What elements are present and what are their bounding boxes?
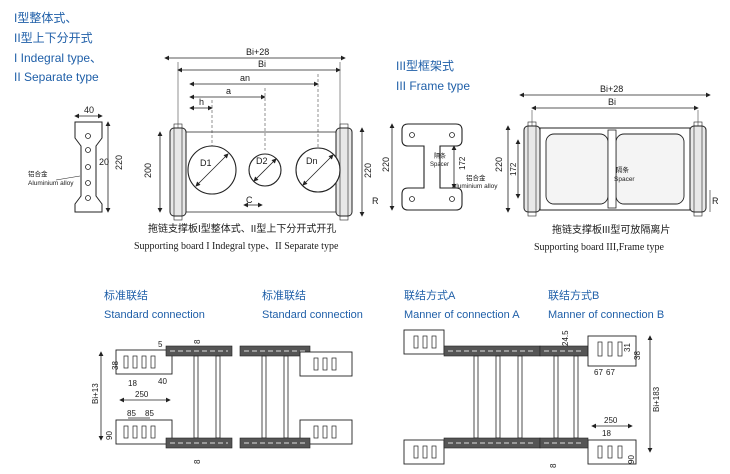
frame-profile-drawing: 220 172 隔条 Spacer 铝合金 Aluminium alloy [381, 123, 498, 211]
connection-a-drawing [403, 329, 541, 465]
dim-height-200: 200 [143, 163, 153, 178]
frame-profile-height: 220 [381, 157, 391, 172]
standard-connection-drawing-1: Bi+13 38 18 40 5 8 250 85 85 90 8 [91, 339, 233, 464]
dim-height-220: 220 [363, 163, 373, 178]
section-1-en: Standard connection [104, 309, 205, 321]
conn1-dim-40: 40 [158, 377, 167, 386]
conn1-dim-38: 38 [111, 361, 120, 370]
header-line-1: I型整体式、 [14, 10, 77, 25]
right-dim-bi-plus-28: Bi+28 [600, 84, 623, 94]
frame-material-cn: 铝合金 [466, 173, 486, 182]
frame-header-cn: III型框架式 [396, 59, 454, 73]
connb-dim-38: 38 [633, 351, 642, 360]
circle-dn-label: Dn [306, 156, 318, 166]
caption-en-type-1-2: Supporting board I Indegral type、II Sepa… [134, 241, 339, 252]
connb-dim-67a: 67 [594, 368, 603, 377]
material-en-label: Aluminium alloy [28, 180, 74, 187]
header-line-2: II型上下分开式 [14, 31, 93, 45]
aluminium-profile-drawing: 40 220 20 铝合金 Aluminium alloy [28, 105, 124, 213]
dim-bi-plus-28: Bi+28 [246, 47, 269, 57]
section-4-cn: 联结方式B [548, 288, 599, 302]
section-1-cn: 标准联结 [104, 288, 148, 302]
connection-b-drawing: 8 24.5 5 67 67 38 31 Bi+183 250 18 90 8 [539, 330, 661, 468]
dim-r: R [372, 196, 379, 206]
dim-h: h [199, 97, 204, 107]
standard-connection-drawing-2 [239, 345, 353, 449]
frame-type-header: III型框架式 III Frame type [396, 59, 470, 93]
section-standard-connection-2: 标准联结 Standard connection [262, 288, 363, 321]
caption-cn-type-3: 拖链支撑板III型可放隔离片 [552, 223, 670, 236]
section-connection-a: 联结方式A Manner of connection A [404, 288, 520, 321]
conn1-dim-8-top: 8 [193, 339, 202, 344]
section-4-en: Manner of connection B [548, 309, 664, 321]
dim-bi: Bi [258, 59, 266, 69]
profile-outline [74, 121, 103, 213]
section-2-cn: 标准联结 [262, 288, 306, 302]
header-line-4: II Separate type [14, 70, 99, 84]
frame-spacer-cn: 隔条 [434, 152, 446, 160]
frame-profile-outline [401, 123, 463, 211]
right-dim-bi: Bi [608, 97, 616, 107]
conn1-dim-90: 90 [105, 431, 114, 440]
connb-dim-24-5: 24.5 [561, 330, 570, 346]
dim-an: an [240, 73, 250, 83]
connb-dim-67b: 67 [606, 368, 615, 377]
connb-side-dim: Bi+183 [652, 386, 661, 412]
caption-en-type-3: Supporting board III,Frame type [534, 242, 665, 253]
profile-hole-label: 20 [99, 157, 109, 167]
material-cn-label: 铝合金 [28, 169, 48, 178]
connb-dim-31: 31 [623, 343, 632, 352]
section-standard-connection-1: 标准联结 Standard connection [104, 288, 205, 321]
connb-dim-250: 250 [604, 416, 618, 425]
frame-spacer-en: Spacer [430, 162, 449, 168]
circle-d1-label: D1 [200, 158, 212, 168]
supporting-board-type-3-drawing: Bi+28 Bi 隔条 Spacer 220 172 R 拖链支撑板III型可放… [494, 84, 719, 253]
supporting-board-type-1-2-drawing: Bi+28 Bi an a h D1 D2 Dn C 20 [134, 47, 379, 252]
section-connection-b: 联结方式B Manner of connection B [548, 288, 664, 321]
conn1-dim-18: 18 [128, 379, 137, 388]
conn1-dim-250: 250 [135, 390, 149, 399]
right-dim-height: 220 [494, 157, 504, 172]
frame-profile-inner: 172 [458, 156, 467, 170]
conn1-dim-85b: 85 [145, 409, 154, 418]
right-spacer-cn: 隔条 [616, 165, 630, 174]
connb-dim-8-bot: 8 [549, 463, 558, 468]
right-dim-r: R [712, 196, 719, 206]
section-3-cn: 联结方式A [404, 288, 456, 302]
dim-c: C [246, 195, 253, 205]
frame-material-en: Aluminium alloy [452, 183, 498, 190]
section-2-en: Standard connection [262, 309, 363, 321]
circle-d2-label: D2 [256, 156, 268, 166]
caption-cn-type-1-2: 拖链支撑板I型整体式、II型上下分开式开孔 [148, 222, 336, 235]
type-header: I型整体式、 II型上下分开式 I Indegral type、 II Sepa… [14, 10, 102, 84]
right-spacer-en: Spacer [614, 176, 635, 183]
right-dim-inner: 172 [509, 162, 518, 176]
section-3-en: Manner of connection A [404, 309, 520, 321]
dim-a: a [226, 86, 231, 96]
conn1-dim-85a: 85 [127, 409, 136, 418]
connb-dim-18: 18 [602, 429, 611, 438]
header-line-3: I Indegral type、 [14, 51, 102, 65]
frame-header-en: III Frame type [396, 79, 470, 93]
connb-dim-90: 90 [627, 455, 636, 464]
conn1-dim-5: 5 [158, 340, 163, 349]
profile-height-label: 220 [114, 155, 124, 170]
conn1-dim-8-bot: 8 [193, 459, 202, 464]
profile-width-label: 40 [84, 105, 94, 115]
conn1-side-dim: Bi+13 [91, 383, 100, 404]
